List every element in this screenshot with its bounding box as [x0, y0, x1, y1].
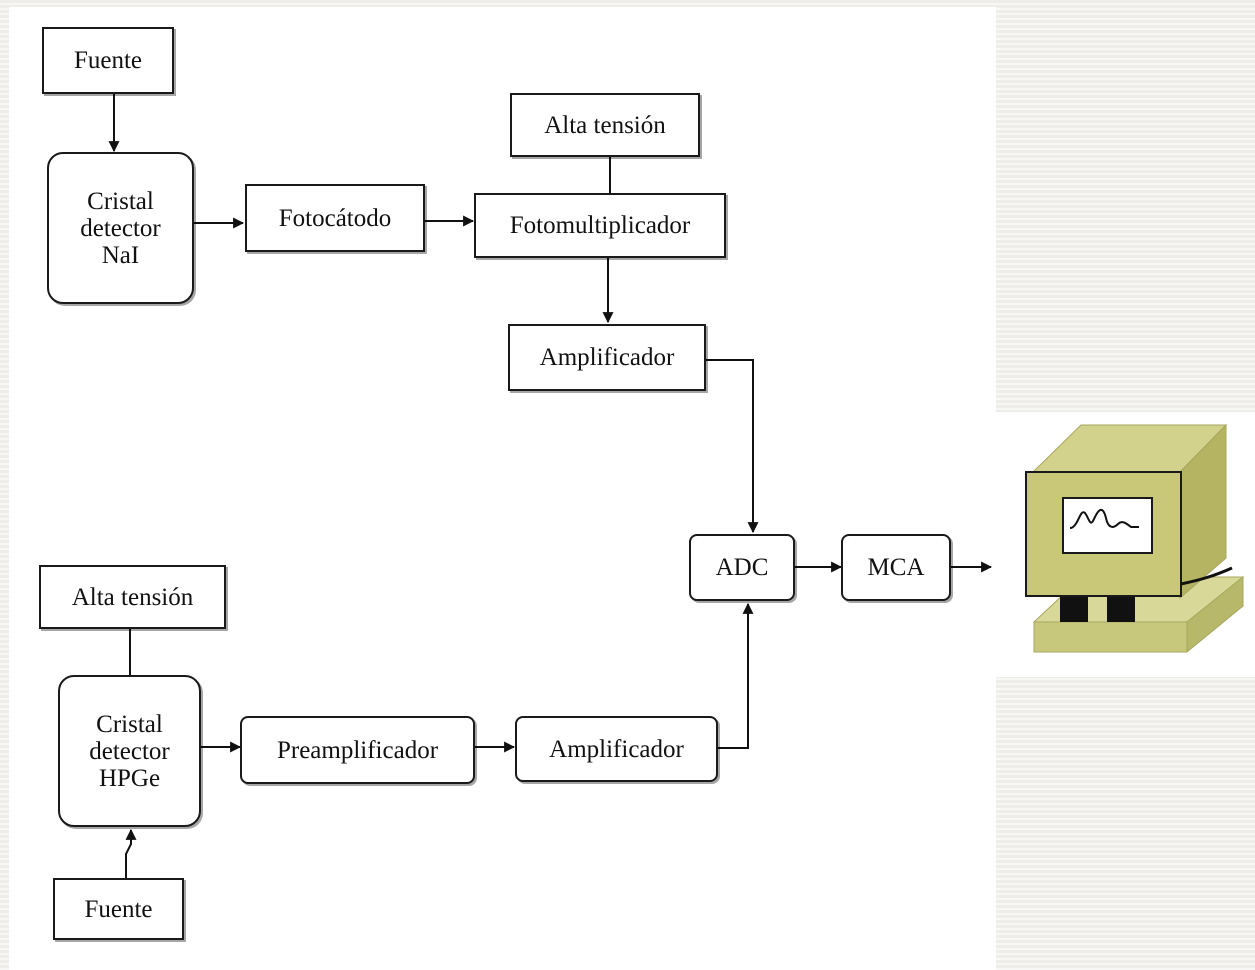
arrow-fuente-to-hpge-crystal	[125, 828, 137, 878]
adc-label: ADC	[715, 554, 769, 581]
alta-tension-label: Alta tensión	[71, 583, 194, 611]
alta-tension-box-nai: Alta tensión	[510, 93, 700, 157]
computer-monitor-with-spectrum-icon	[1025, 423, 1245, 654]
monitor-screen	[1062, 497, 1153, 554]
crystal-label-line2: detector	[80, 214, 161, 242]
fotocatodo-box: Fotocátodo	[245, 184, 425, 252]
arrow-amplificador-to-adc-lower	[718, 602, 754, 749]
nai-crystal-detector-box: Cristal detector NaI	[47, 152, 194, 304]
amplificador-box-nai: Amplificador	[508, 324, 706, 391]
fotocatodo-label: Fotocátodo	[278, 204, 392, 232]
alta-tension-box-hpge: Alta tensión	[39, 565, 226, 629]
arrow-amplificador-to-adc	[706, 359, 759, 534]
monitor-foot-left	[1060, 597, 1088, 622]
preamplificador-box: Preamplificador	[240, 716, 475, 784]
fotomultiplicador-box: Fotomultiplicador	[474, 193, 726, 258]
spectrum-peaks-icon	[1069, 508, 1139, 529]
cable-icon	[1180, 566, 1233, 586]
adc-box: ADC	[689, 534, 795, 601]
fuente-label: Fuente	[84, 895, 153, 923]
crystal-label-line3: NaI	[101, 241, 140, 269]
crystal-label-line2: detector	[89, 737, 170, 765]
crystal-label-line1: Cristal	[96, 710, 163, 738]
crystal-label-line3: HPGe	[98, 764, 161, 792]
computer-base-front	[1033, 621, 1188, 653]
fuente-box-nai: Fuente	[42, 27, 174, 94]
preamplificador-label: Preamplificador	[276, 736, 439, 764]
crystal-label-line1: Cristal	[87, 187, 154, 215]
amplificador-label: Amplificador	[549, 735, 684, 763]
mca-box: MCA	[841, 534, 951, 601]
fotomultiplicador-label: Fotomultiplicador	[509, 212, 691, 239]
fuente-box-hpge: Fuente	[53, 878, 184, 940]
computer-base-side	[1186, 575, 1244, 654]
amplificador-box-hpge: Amplificador	[515, 716, 718, 782]
alta-tension-label: Alta tensión	[544, 111, 666, 139]
fuente-label: Fuente	[73, 47, 143, 74]
mca-label: MCA	[867, 554, 925, 581]
monitor-foot-right	[1107, 597, 1135, 622]
hpge-crystal-detector-box: Cristal detector HPGe	[58, 675, 201, 827]
amplificador-label: Amplificador	[539, 344, 675, 371]
